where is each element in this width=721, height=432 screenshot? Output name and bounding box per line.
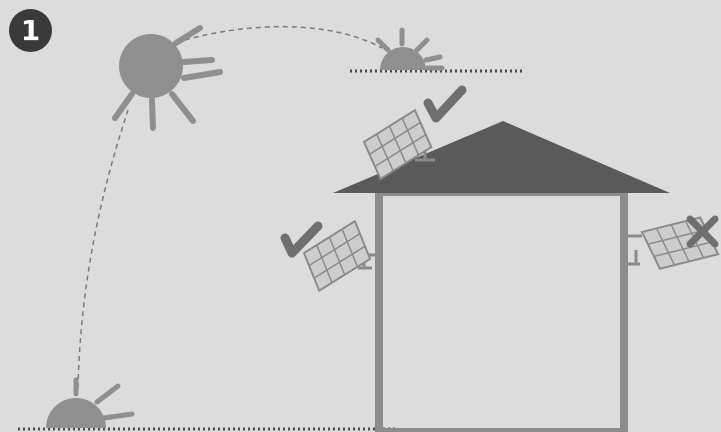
sun-icon-high <box>115 28 220 128</box>
house-wall <box>379 192 624 432</box>
sun-icon-horizon <box>378 30 442 70</box>
check-icon <box>428 90 462 118</box>
sun-icon-low <box>46 380 132 428</box>
